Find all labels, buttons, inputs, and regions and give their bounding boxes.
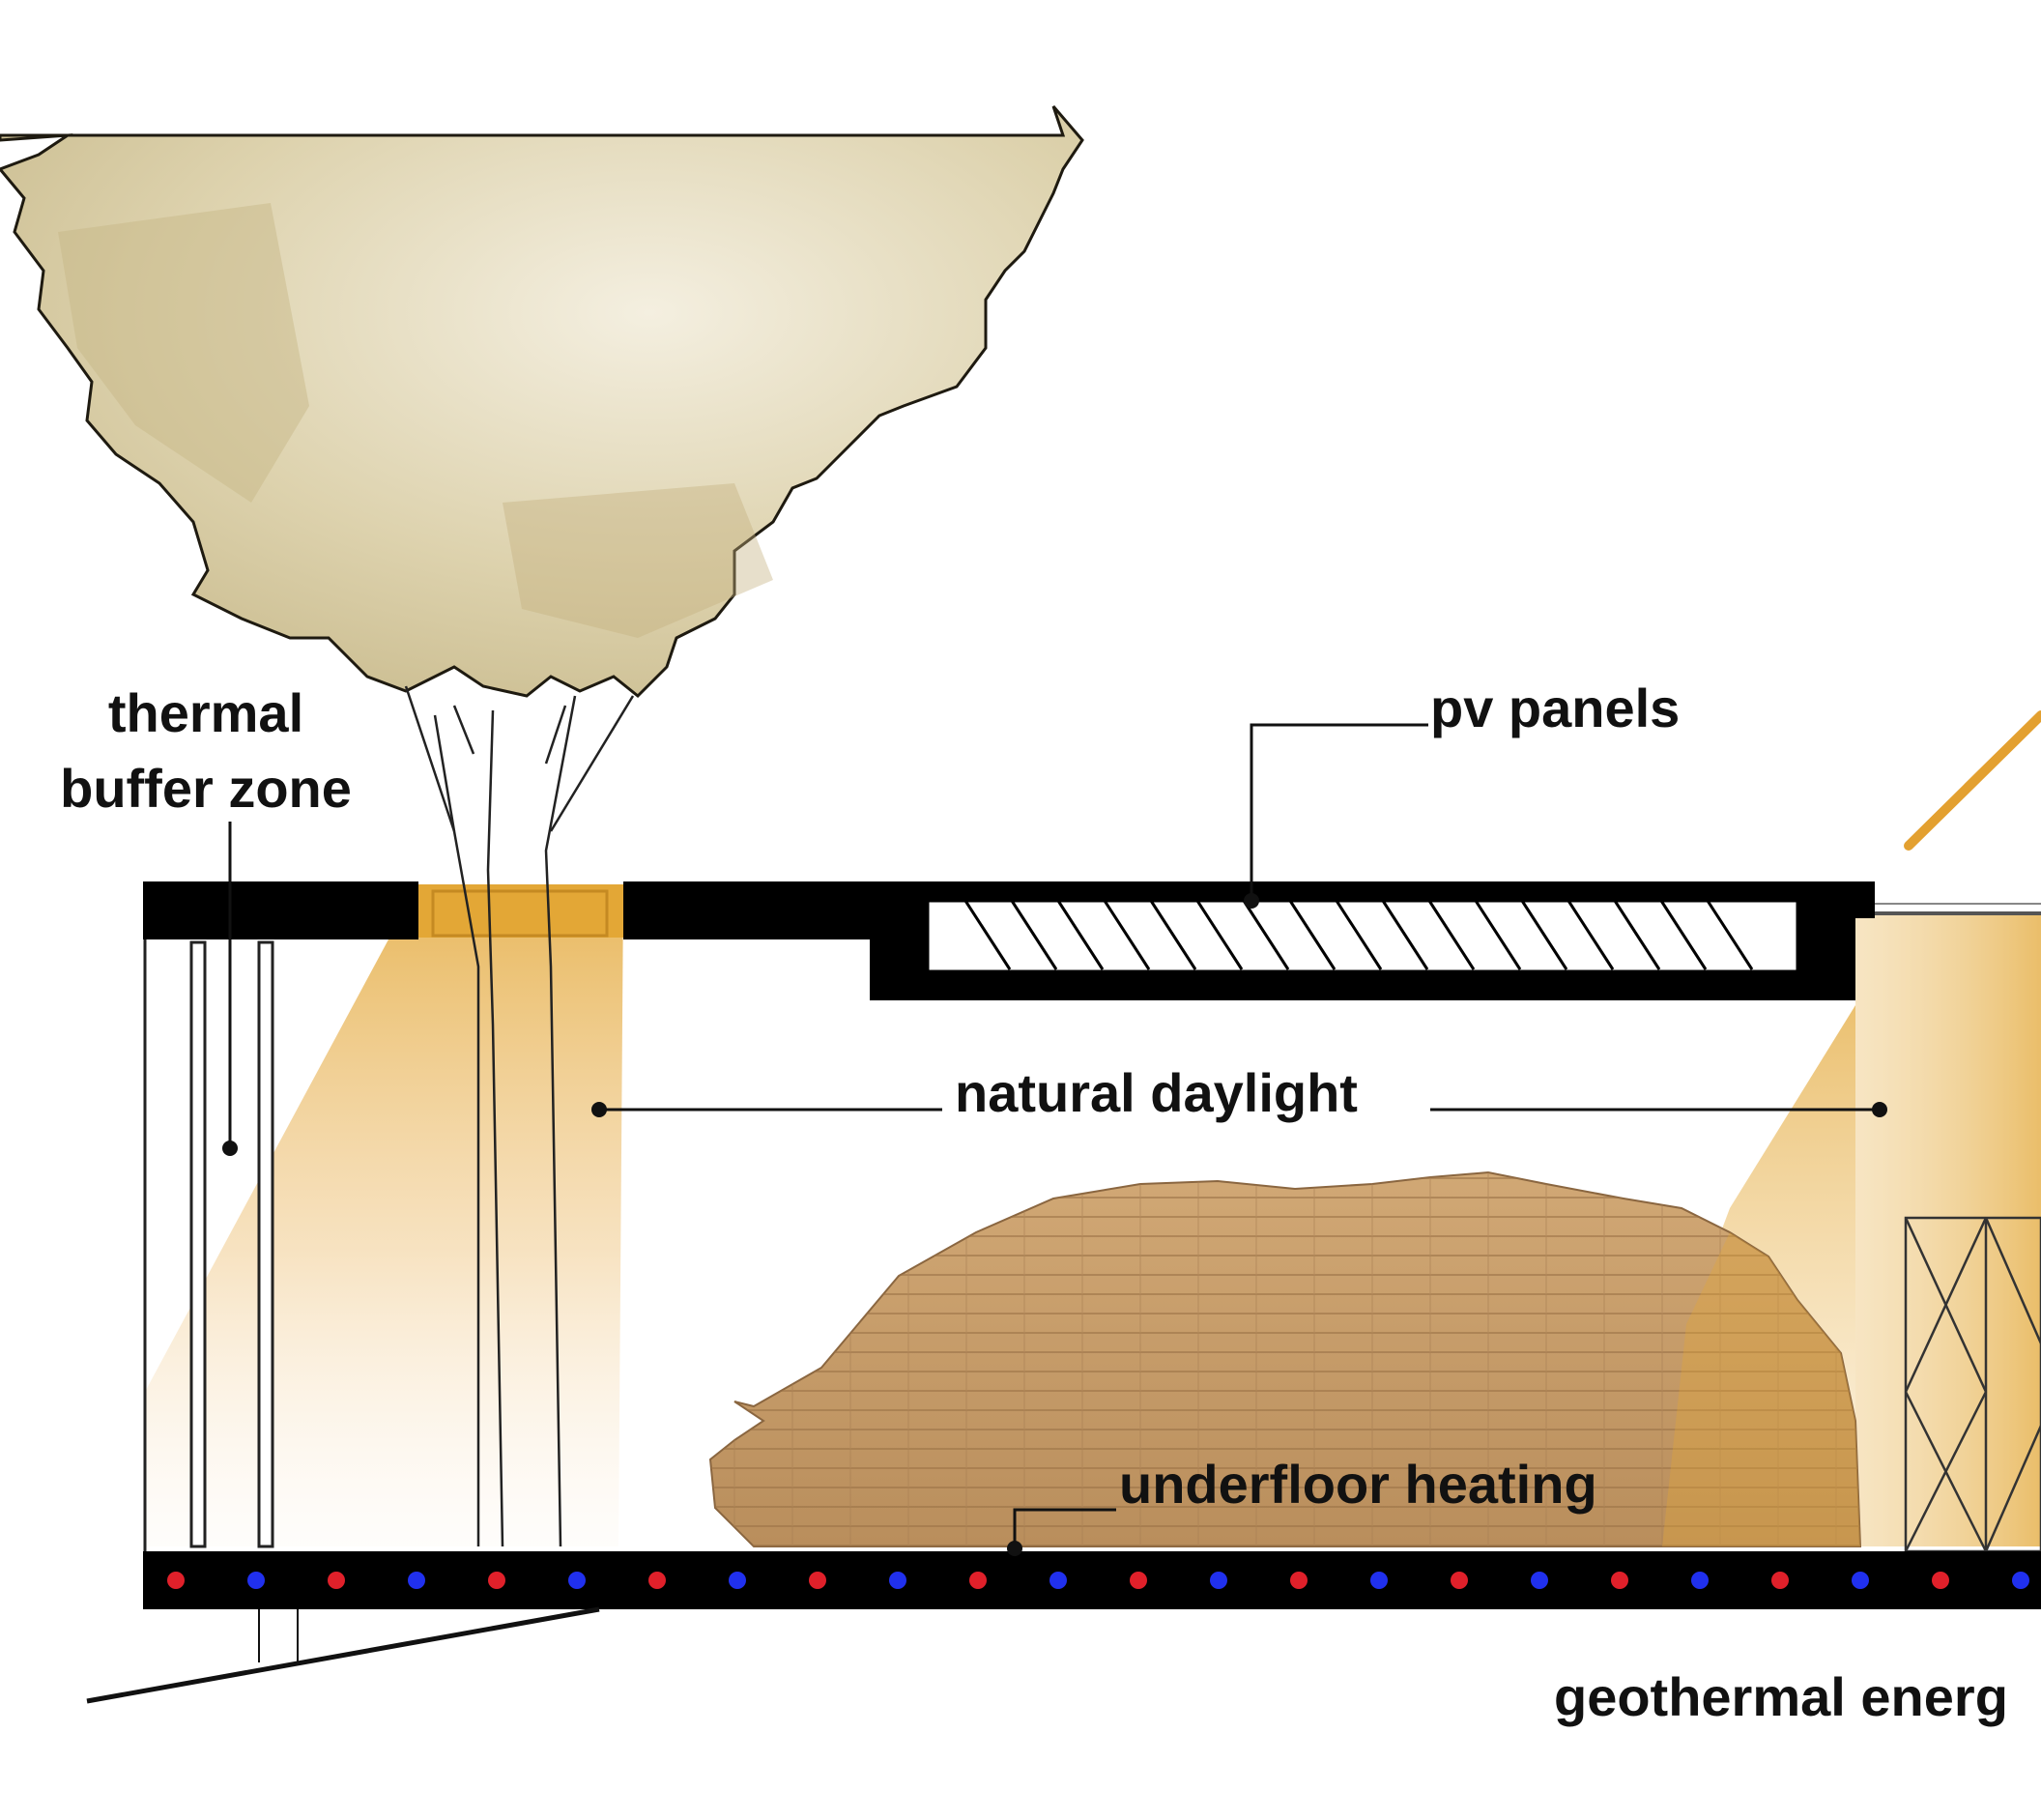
hot-pipe-dot xyxy=(167,1572,185,1589)
hot-pipe-dot xyxy=(1130,1572,1147,1589)
cold-pipe-dot xyxy=(408,1572,425,1589)
pv-hatch-stroke xyxy=(1048,886,1105,970)
roof-slab-left xyxy=(143,881,418,939)
roof-right-post xyxy=(1797,881,1855,1000)
leader-dots xyxy=(222,893,1887,1556)
pv-hatch-stroke xyxy=(1187,886,1244,970)
pv-hatch-stroke xyxy=(1604,886,1661,970)
canopy-shade-patch xyxy=(58,203,309,503)
floor-slab xyxy=(143,1551,2041,1609)
sunlit-room xyxy=(1855,913,2041,1546)
pv-hatch-stroke xyxy=(1419,886,1476,970)
cold-pipe-dot xyxy=(1370,1572,1388,1589)
roof-slab-top-band xyxy=(870,881,1855,901)
cold-pipe-dot xyxy=(2012,1572,2029,1589)
hot-pipe-dot xyxy=(328,1572,345,1589)
skylight-frame xyxy=(431,889,609,938)
wood-floor-grain xyxy=(710,1172,1860,1546)
cold-pipe-dot xyxy=(1691,1572,1709,1589)
label-pv-panels: pv panels xyxy=(1430,678,1680,738)
label-natural-daylight: natural daylight xyxy=(955,1062,1358,1123)
buffer-zone-walls xyxy=(189,940,274,1548)
hot-pipe-dot xyxy=(1611,1572,1628,1589)
cold-pipe-dot xyxy=(247,1572,265,1589)
hot-pipe-dot xyxy=(488,1572,505,1589)
hot-pipe-dot xyxy=(1771,1572,1789,1589)
cold-pipe-dot xyxy=(1049,1572,1067,1589)
tree-canopy xyxy=(0,105,1084,699)
pv-hatch-stroke xyxy=(1651,886,1708,970)
hot-pipe-dot xyxy=(1451,1572,1468,1589)
roof-slab-lower xyxy=(870,971,1851,1000)
roof-right-stub xyxy=(1855,881,1875,918)
cold-pipe-dot xyxy=(889,1572,906,1589)
pv-hatch-stroke xyxy=(1697,886,1754,970)
pv-hatch-stroke xyxy=(1372,886,1429,970)
roof-skylight xyxy=(416,884,623,938)
tree-trunk xyxy=(404,685,635,1547)
pv-hatch-stroke xyxy=(1558,886,1615,970)
cold-pipe-dot xyxy=(1531,1572,1548,1589)
cold-pipe-dot xyxy=(1852,1572,1869,1589)
label-buffer-zone: buffer zone xyxy=(60,758,352,819)
label-thermal: thermal xyxy=(108,682,303,743)
label-underfloor-heating: underfloor heating xyxy=(1119,1454,1597,1515)
wood-floor-light-overlay xyxy=(1662,1232,1860,1546)
pv-hatch-stroke xyxy=(1279,886,1337,970)
pv-hatch-stroke xyxy=(1465,886,1522,970)
leader-lines xyxy=(228,723,1880,1551)
geothermal-ground-lines xyxy=(86,1606,600,1704)
label-geothermal-energy: geothermal energ xyxy=(1554,1666,2008,1727)
sun-ray xyxy=(1904,710,2041,851)
pv-hatch-stroke xyxy=(1511,886,1568,970)
cold-pipe-dot xyxy=(729,1572,746,1589)
pv-hatch-stroke xyxy=(955,886,1012,970)
hot-pipe-dot xyxy=(969,1572,987,1589)
hot-pipe-dot xyxy=(1932,1572,1949,1589)
pv-hatch-stroke xyxy=(1001,886,1058,970)
hot-pipe-dot xyxy=(648,1572,666,1589)
hot-pipe-dot xyxy=(1290,1572,1308,1589)
canopy-shade-patch xyxy=(503,483,773,638)
pv-hatch-stroke xyxy=(1326,886,1383,970)
cold-pipe-dot xyxy=(1210,1572,1227,1589)
underfloor-pipes xyxy=(167,1572,2029,1589)
sunlit-room-fill xyxy=(1855,913,2041,1546)
pv-hatch-stroke xyxy=(1094,886,1151,970)
cold-pipe-dot xyxy=(568,1572,586,1589)
pv-hatch-stroke xyxy=(1140,886,1197,970)
hot-pipe-dot xyxy=(809,1572,826,1589)
pv-panel-hatching xyxy=(955,886,1754,970)
